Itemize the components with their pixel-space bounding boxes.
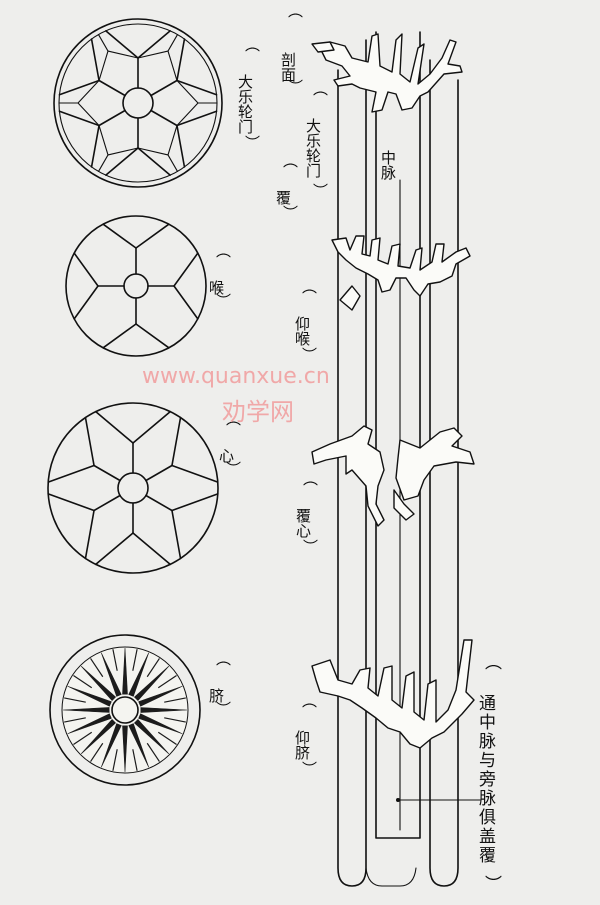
heart-fork (48, 494, 94, 511)
svg-text:︶: ︶ (288, 78, 303, 96)
svg-text:︵: ︵ (245, 36, 260, 54)
throat-fork (174, 286, 198, 319)
crown-inner-spoke (99, 35, 109, 51)
throat-fork (74, 286, 98, 319)
svg-text:︶: ︶ (226, 460, 241, 478)
heart-spoke (94, 466, 120, 481)
heart-fork (172, 494, 218, 511)
label-cover-text: 覆 (274, 190, 292, 205)
svg-text:︶: ︶ (303, 538, 318, 556)
crown-diamond (138, 126, 177, 155)
crown-branches (312, 34, 462, 112)
throat-fork (103, 224, 136, 248)
svg-text:︵: ︵ (216, 650, 231, 668)
throat-fork (136, 324, 169, 348)
heart-branches (312, 426, 474, 526)
label-navel: ︵ 脐 ︶ (207, 650, 231, 718)
heart-fork (172, 466, 218, 483)
label-up-navel: ︵ 仰脐 ︶ (293, 692, 317, 778)
svg-text:︵: ︵ (485, 653, 502, 673)
label-chakra-head-text: 大乐轮门 (236, 74, 254, 135)
crown-inner-spoke (168, 35, 178, 51)
heart-fork (48, 466, 94, 483)
label-chakra-head-right: ︵ 大乐轮门 ︶ (304, 80, 328, 200)
throat-fork (136, 224, 169, 248)
label-chakra-head-right-text: 大乐轮门 (304, 118, 322, 179)
svg-text:︶: ︶ (216, 292, 231, 310)
heart-spoke (146, 466, 172, 481)
svg-text:︶: ︶ (302, 760, 317, 778)
heart-fork (172, 418, 181, 466)
crown-fork (177, 126, 184, 167)
svg-text:︶: ︶ (216, 700, 231, 718)
heart-spoke (146, 496, 172, 511)
heart-wheel (48, 403, 218, 573)
crown-inner-spoke (168, 155, 178, 171)
label-section: ︵ 剖面 ︶ (279, 2, 303, 96)
heart-fork (96, 533, 133, 564)
label-up-throat-text: 仰喉 (293, 316, 311, 346)
heart-fork (85, 511, 94, 559)
throat-fork (74, 253, 98, 286)
svg-text:︶: ︶ (302, 346, 317, 364)
heart-fork (133, 533, 170, 564)
label-cover-heart-text: 覆心 (294, 508, 312, 538)
svg-text:︵: ︵ (302, 278, 317, 296)
svg-text:︶: ︶ (245, 134, 260, 152)
crown-wheel (54, 19, 222, 187)
crown-spoke (99, 111, 125, 126)
watermark-site: 劝学网 (222, 398, 294, 426)
label-right-note-text: 通中脉与旁脉俱盖覆 (475, 694, 496, 865)
crown-inner-spoke (99, 155, 109, 171)
crown-fork (92, 39, 99, 80)
label-right-note: ︵ 通中脉与旁脉俱盖覆 ︶ (475, 653, 502, 895)
svg-text:︵: ︵ (303, 470, 318, 488)
crown-fork (177, 39, 184, 80)
throat-branches (332, 236, 470, 310)
label-cover-heart: ︵ 覆心 ︶ (294, 470, 318, 556)
crown-fork (92, 126, 99, 167)
throat-fork (174, 253, 198, 286)
watermark: www.quanxue.cn 劝学网 (142, 364, 330, 426)
svg-text:︵: ︵ (216, 242, 231, 260)
svg-text:︵: ︵ (283, 152, 298, 170)
label-up-navel-text: 仰脐 (293, 730, 311, 761)
throat-fork (103, 324, 136, 348)
label-throat: ︵ 喉 ︶ (207, 242, 231, 310)
heart-fork (172, 511, 181, 559)
svg-text:︵: ︵ (302, 692, 317, 710)
crown-diamond (99, 51, 138, 80)
watermark-url: www.quanxue.cn (142, 364, 330, 389)
svg-text:︶: ︶ (313, 182, 328, 200)
heart-fork (96, 412, 133, 443)
throat-wheel (66, 216, 206, 356)
svg-text:︵: ︵ (288, 2, 303, 20)
heart-fork (85, 418, 94, 466)
label-central-channel-text: 中脉 (379, 150, 397, 180)
svg-text:︵: ︵ (313, 80, 328, 98)
navel-branches (312, 640, 474, 748)
crown-spoke (151, 81, 177, 96)
heart-fork (133, 412, 170, 443)
crown-spoke (151, 111, 177, 126)
svg-text:︶: ︶ (283, 204, 298, 222)
label-central-channel: 中脉 (379, 150, 397, 180)
heart-spoke (94, 496, 120, 511)
label-up-throat: ︵ 仰喉 ︶ (293, 278, 317, 364)
navel-wheel (50, 635, 200, 785)
label-cover: ︵ 覆 ︶ (274, 152, 298, 222)
svg-text:︶: ︶ (485, 875, 502, 895)
crown-diamond (138, 51, 177, 80)
crown-diamond (99, 126, 138, 155)
label-chakra-head: ︵ 大乐轮门 ︶ (236, 36, 260, 152)
crown-spoke (99, 81, 125, 96)
